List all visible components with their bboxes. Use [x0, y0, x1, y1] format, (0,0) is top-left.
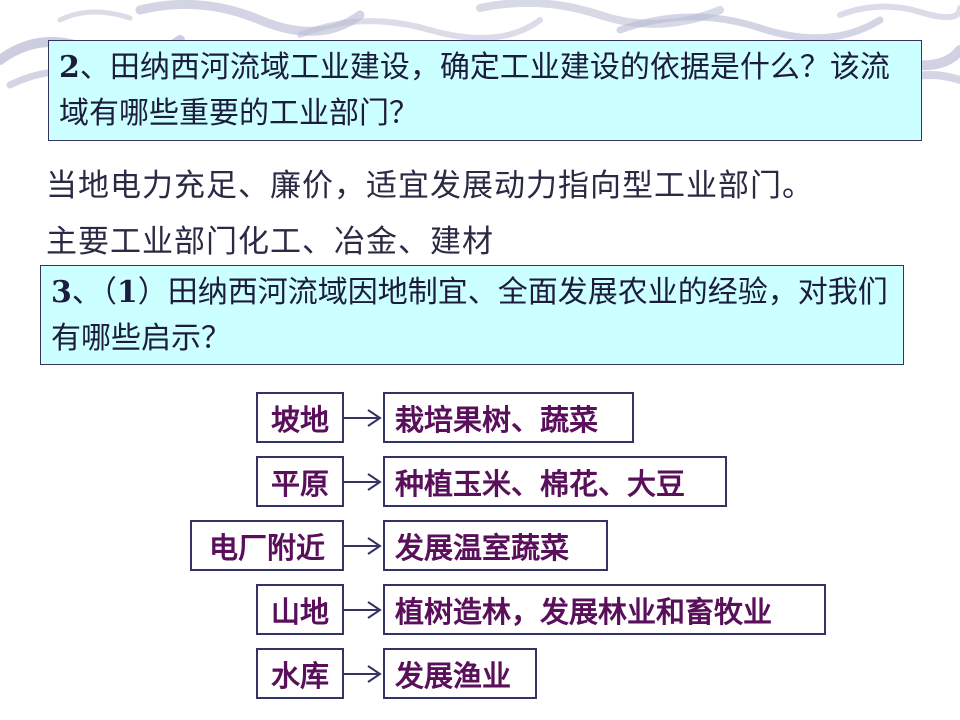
arrow-right-icon — [344, 601, 382, 619]
question-3-text: ）田纳西河流域因地制宜、全面发展农业的经验，对我们有哪些启示？ — [51, 275, 888, 356]
land-type-label: 平原 — [270, 466, 329, 501]
question-2-number: 2 — [59, 50, 80, 85]
question-2-box: 2、田纳西河流域工业建设，确定工业建设的依据是什么？该流域有哪些重要的工业部门？ — [48, 40, 922, 141]
development-label: 发展温室蔬菜 — [395, 530, 570, 565]
development-box: 种植玉米、棉花、大豆 — [383, 456, 727, 507]
arrow-right-icon — [344, 473, 382, 491]
question-3-number: 3 — [51, 275, 72, 310]
development-label: 发展渔业 — [395, 658, 512, 693]
land-type-box: 水库 — [256, 648, 344, 699]
development-label: 种植玉米、棉花、大豆 — [395, 466, 686, 501]
answer-line-2: 主要工业部门化工、冶金、建材 — [46, 224, 494, 260]
development-box: 栽培果树、蔬菜 — [383, 392, 634, 443]
land-type-label: 坡地 — [270, 402, 329, 437]
land-type-label: 电厂附近 — [208, 530, 325, 565]
land-type-box: 山地 — [256, 584, 344, 635]
question-3-separator: 、（ — [71, 275, 117, 310]
land-type-box: 坡地 — [256, 392, 344, 443]
development-box: 植树造林，发展林业和畜牧业 — [383, 584, 826, 635]
development-box: 发展温室蔬菜 — [383, 520, 608, 571]
question-2-text: 、田纳西河流域工业建设，确定工业建设的依据是什么？该流域有哪些重要的工业部门？ — [59, 50, 890, 131]
land-type-label: 水库 — [270, 658, 329, 693]
development-label: 植树造林，发展林业和畜牧业 — [395, 594, 773, 629]
arrow-right-icon — [344, 537, 382, 555]
development-label: 栽培果树、蔬菜 — [395, 402, 599, 437]
question-3-box: 3、（1）田纳西河流域因地制宜、全面发展农业的经验，对我们有哪些启示？ — [40, 265, 904, 365]
land-type-box: 电厂附近 — [190, 520, 344, 571]
answer-line-1: 当地电力充足、廉价，适宜发展动力指向型工业部门。 — [46, 168, 814, 204]
arrow-right-icon — [344, 665, 382, 683]
arrow-right-icon — [344, 409, 382, 427]
land-type-label: 山地 — [270, 594, 329, 629]
land-type-box: 平原 — [256, 456, 344, 507]
question-3-sub-number: 1 — [116, 275, 138, 310]
development-box: 发展渔业 — [383, 648, 537, 699]
